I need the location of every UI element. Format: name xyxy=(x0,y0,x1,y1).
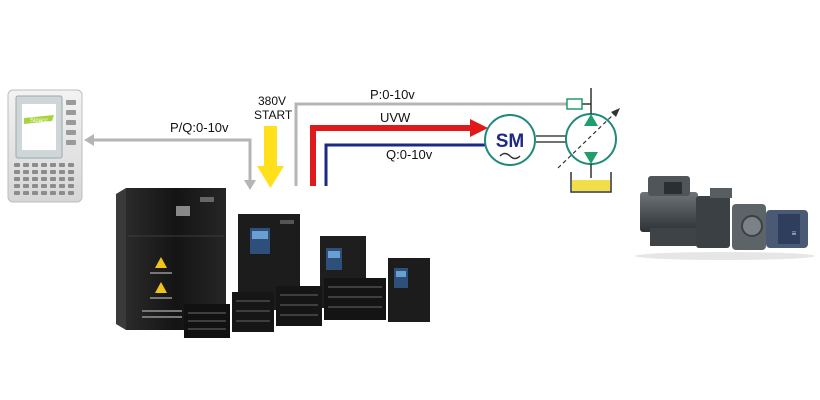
pressure-signal-label: P:0-10v xyxy=(370,87,415,102)
controller-key xyxy=(32,177,38,181)
controller-signal-label: P/Q:0-10v xyxy=(170,120,229,135)
controller-key xyxy=(59,191,65,195)
controller-signal-line xyxy=(90,138,252,182)
signal-arrow-down xyxy=(244,180,256,190)
controller-key xyxy=(41,177,47,181)
controller-key xyxy=(23,177,29,181)
controller-logo: Sipacc xyxy=(30,118,48,124)
signal-arrow-left xyxy=(84,134,94,146)
controller-key xyxy=(68,184,74,188)
controller-key xyxy=(59,184,65,188)
uvw-power-line xyxy=(310,119,488,186)
oil-tank-icon xyxy=(570,172,612,193)
inverter-cabinet-icon xyxy=(116,188,430,338)
power-voltage-label: 380V xyxy=(258,94,287,108)
controller-key xyxy=(32,184,38,188)
controller-key xyxy=(32,191,38,195)
controller-key xyxy=(59,163,65,167)
pressure-signal-line xyxy=(294,102,568,186)
flow-signal-label: Q:0-10v xyxy=(386,147,433,162)
controller-key xyxy=(41,163,47,167)
controller-key xyxy=(50,184,56,188)
uvw-label: UVW xyxy=(380,110,411,125)
controller-key xyxy=(14,184,20,188)
controller-key xyxy=(14,170,20,174)
flow-signal-line xyxy=(324,143,487,186)
controller-key xyxy=(14,191,20,195)
controller-key xyxy=(50,191,56,195)
controller-key xyxy=(59,177,65,181)
controller-key xyxy=(50,170,56,174)
controller-key xyxy=(50,163,56,167)
power-start-arrow xyxy=(257,126,284,188)
controller-key xyxy=(23,184,29,188)
controller-key xyxy=(23,191,29,195)
controller-key xyxy=(23,170,29,174)
pressure-sensor-icon xyxy=(566,98,591,110)
controller-key xyxy=(41,184,47,188)
controller-key xyxy=(68,191,74,195)
controller-key xyxy=(23,163,29,167)
servo-motor-icon: SM xyxy=(484,114,536,166)
power-start-label: START xyxy=(254,108,293,122)
controller-key xyxy=(32,163,38,167)
controller-key xyxy=(41,191,47,195)
controller-key xyxy=(50,177,56,181)
controller-key xyxy=(59,170,65,174)
servo-pump-unit-icon: ≡ xyxy=(635,176,815,260)
controller-key xyxy=(14,163,20,167)
motor-pump-coupling xyxy=(536,135,566,143)
hydraulic-pump-icon xyxy=(557,88,620,178)
svg-text:≡: ≡ xyxy=(792,229,797,238)
controller-key xyxy=(14,177,20,181)
motor-label: SM xyxy=(496,131,525,152)
controller-key xyxy=(68,170,74,174)
controller-key xyxy=(32,170,38,174)
controller-key xyxy=(68,177,74,181)
controller-key xyxy=(41,170,47,174)
controller-icon: Sipacc xyxy=(7,89,83,203)
controller-key xyxy=(68,163,74,167)
